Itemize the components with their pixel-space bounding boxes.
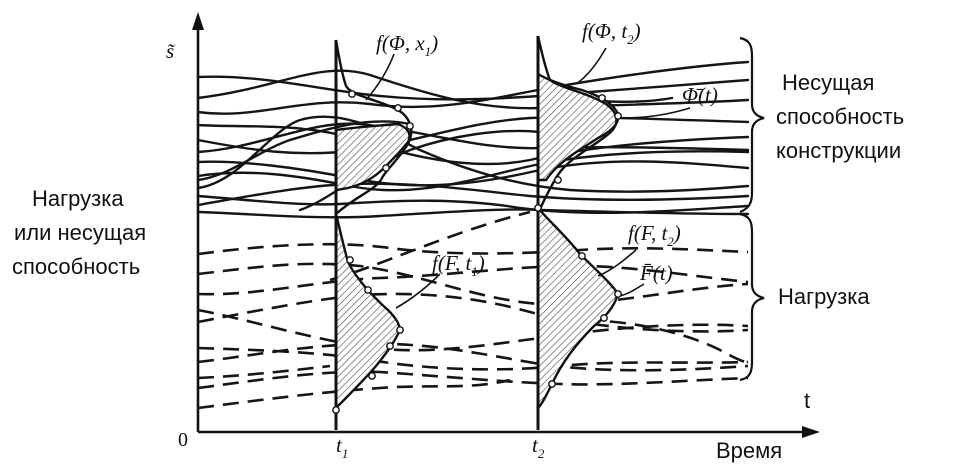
leader-f-F-t1	[395, 273, 441, 309]
load-brace	[739, 212, 765, 382]
left-label-line-1: Нагрузка	[32, 186, 124, 211]
capacity-curve	[196, 115, 750, 193]
marker-dot	[346, 256, 354, 264]
load-curve	[197, 378, 511, 410]
t2-tick-label: t2	[532, 433, 545, 461]
load-pdf-t1	[334, 213, 401, 411]
marker-dot	[614, 112, 622, 120]
load-curve	[197, 292, 749, 333]
marker-dot	[554, 176, 562, 184]
load-curves	[197, 210, 749, 410]
capacity-label-line-3: конструкции	[776, 138, 901, 163]
label-f-F-t2: f(F, t2)	[628, 221, 681, 249]
marker-dot	[394, 104, 402, 112]
marker-dot	[578, 252, 586, 260]
capacity-curve	[298, 129, 542, 212]
capacity-group-label: Несущая способность конструкции	[776, 70, 904, 163]
x-axis-arrow	[802, 426, 820, 438]
marker-dot	[598, 94, 606, 102]
origin-label: 0	[178, 429, 188, 451]
load-pdf-t1-shaded	[334, 213, 401, 411]
capacity-curve	[196, 123, 750, 166]
load-curve	[197, 346, 749, 371]
left-label-line-2: или несущая	[14, 220, 146, 245]
capacity-curve	[196, 69, 750, 110]
marker-dot	[614, 290, 622, 298]
time-axis-label: Время	[716, 438, 782, 463]
load-pdf-t2	[536, 204, 620, 411]
label-f-F-t1: f(F, t1)	[432, 251, 485, 279]
load-group-label: Нагрузка	[778, 284, 870, 309]
leader-phi-bar	[619, 107, 691, 119]
left-label-line-3: способность	[12, 254, 140, 279]
label-F-bar: F̄(t)	[639, 261, 673, 285]
leader-f-F-t2	[597, 249, 637, 277]
capacity-curve	[196, 150, 750, 192]
marker-dot	[534, 204, 542, 212]
marker-dot	[396, 326, 404, 334]
leader-f-phi-t2	[575, 47, 607, 85]
capacity-pdf-t2	[536, 35, 620, 215]
capacity-curve	[196, 116, 750, 155]
load-curve	[197, 264, 749, 296]
marker-dot	[364, 286, 372, 294]
capacity-curve	[196, 182, 750, 207]
label-phi-bar: Φ̄(t)	[682, 83, 718, 107]
y-axis-arrow	[192, 12, 204, 30]
leader-F-bar	[619, 283, 645, 297]
label-f-phi-x1: f(Φ, x1)	[376, 31, 438, 59]
capacity-curve	[196, 75, 750, 101]
load-curve	[559, 318, 749, 364]
marker-dot	[348, 90, 356, 98]
load-curve	[197, 308, 749, 352]
capacity-brace	[739, 36, 765, 214]
load-curve	[329, 210, 531, 282]
load-curve	[197, 364, 331, 380]
load-curve	[197, 262, 749, 306]
load-curve	[197, 242, 749, 256]
intersection-markers	[332, 90, 622, 414]
marker-dot	[368, 372, 376, 380]
load-curve	[197, 342, 749, 372]
capacity-curves	[196, 60, 750, 219]
leader-f-phi-x1	[365, 53, 395, 101]
annotation-leaders	[365, 47, 691, 309]
marker-dot	[600, 314, 608, 322]
marker-dot	[386, 342, 394, 350]
load-curve	[197, 370, 749, 390]
capacity-label-line-2: способность	[776, 104, 904, 129]
marker-dot	[406, 122, 414, 130]
left-label: Нагрузка или несущая способность	[12, 186, 146, 279]
y-axis-label: s̃	[166, 39, 176, 63]
capacity-curve	[196, 120, 412, 182]
label-f-phi-t2: f(Φ, t2)	[582, 19, 641, 47]
marker-dot	[548, 380, 556, 388]
t1-tick-label: t1	[336, 433, 348, 461]
x-axis-label: t	[804, 388, 810, 413]
capacity-pdf-t1	[334, 39, 413, 215]
marker-dot	[382, 164, 390, 172]
capacity-curve	[196, 208, 750, 219]
capacity-curve	[196, 60, 750, 115]
capacity-label-line-1: Несущая	[782, 70, 874, 95]
capacity-curve	[196, 160, 750, 187]
marker-dot	[332, 406, 340, 414]
capacity-curve	[196, 122, 750, 154]
load-pdf-t2-shaded	[536, 204, 620, 411]
axes	[192, 12, 820, 438]
